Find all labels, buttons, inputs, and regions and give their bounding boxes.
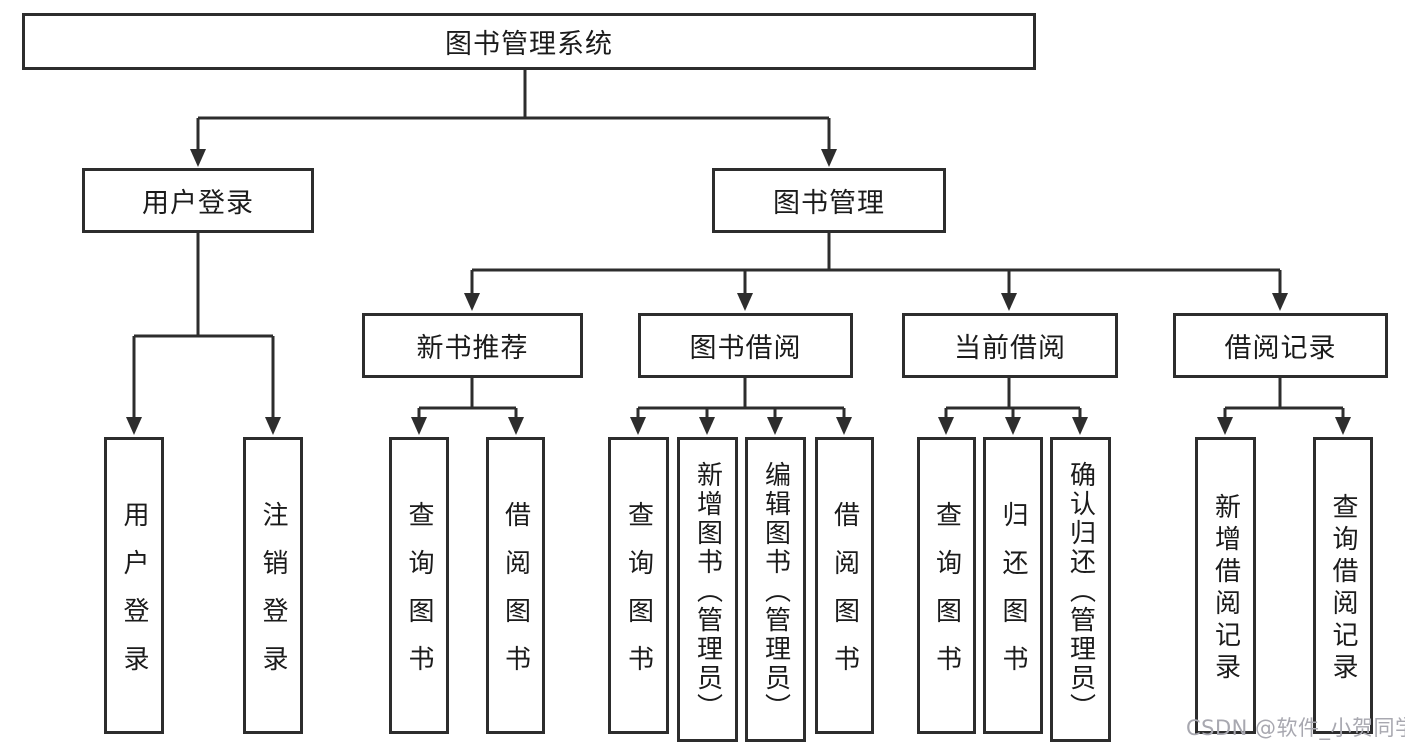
node-book-management: 图书管理 — [712, 168, 946, 233]
leaf-label: 借阅图书 — [500, 500, 531, 693]
arrow-down-icon — [836, 417, 852, 435]
node-label: 新书推荐 — [416, 333, 529, 364]
arrow-down-icon — [1001, 293, 1017, 311]
node-library-management-system: 图书管理系统 — [22, 13, 1036, 70]
node-new-book-recommend: 新书推荐 — [362, 313, 583, 378]
node-borrow-records: 借阅记录 — [1173, 313, 1388, 378]
arrow-down-icon — [411, 417, 427, 435]
arrow-down-icon — [508, 417, 524, 435]
node-label: 图书借阅 — [689, 333, 802, 364]
leaf-query-books-borrow: 查询图书 — [608, 437, 669, 734]
leaf-add-book-admin: 新增图书（管理员） — [677, 437, 738, 742]
leaf-user-login: 用户登录 — [104, 437, 164, 734]
leaf-query-books-current: 查询图书 — [917, 437, 976, 734]
leaf-label: 借阅图书 — [829, 500, 860, 693]
node-current-borrow: 当前借阅 — [902, 313, 1118, 378]
node-label: 图书管理 — [773, 188, 885, 219]
leaf-confirm-return-admin: 确认归还（管理员） — [1050, 437, 1111, 742]
leaf-query-borrow-record: 查询借阅记录 — [1313, 437, 1373, 734]
leaf-label: 新增借阅记录 — [1210, 492, 1241, 685]
connector-new-book-branch — [411, 378, 524, 435]
arrow-down-icon — [1217, 417, 1233, 435]
leaf-borrow-books-recommend: 借阅图书 — [486, 437, 545, 734]
node-book-borrow: 图书借阅 — [638, 313, 853, 378]
leaf-return-book: 归还图书 — [983, 437, 1043, 734]
leaf-query-books-recommend: 查询图书 — [389, 437, 449, 734]
node-label: 借阅记录 — [1224, 333, 1337, 364]
arrow-down-icon — [1072, 417, 1088, 435]
watermark: CSDN @软件_小贺同学 — [1186, 716, 1405, 740]
node-label: 当前借阅 — [954, 333, 1066, 364]
connector-current-borrow-branch — [938, 378, 1088, 435]
leaf-add-borrow-record: 新增借阅记录 — [1195, 437, 1256, 734]
arrow-down-icon — [190, 149, 206, 167]
connector-user-login-branch — [126, 232, 281, 435]
arrow-down-icon — [1005, 417, 1021, 435]
connector-book-borrow-branch — [630, 378, 852, 435]
leaf-logout: 注销登录 — [243, 437, 303, 734]
connector-root-branch — [190, 70, 837, 167]
connector-borrow-record-branch — [1217, 378, 1351, 435]
node-user-login: 用户登录 — [82, 168, 314, 233]
arrow-down-icon — [767, 417, 783, 435]
leaf-label: 新增图书（管理员） — [692, 460, 723, 722]
leaf-label: 编辑图书（管理员） — [760, 460, 791, 722]
leaf-label: 查询借阅记录 — [1328, 492, 1358, 685]
arrow-down-icon — [821, 149, 837, 167]
arrow-down-icon — [464, 293, 480, 311]
node-label: 用户登录 — [142, 188, 254, 219]
leaf-edit-book-admin: 编辑图书（管理员） — [745, 437, 806, 742]
leaf-label: 归还图书 — [998, 500, 1028, 693]
leaf-label: 注销登录 — [258, 500, 288, 693]
connector-book-management-branch — [464, 233, 1288, 311]
arrow-down-icon — [938, 417, 954, 435]
arrow-down-icon — [126, 417, 142, 435]
leaf-borrow-books-borrow: 借阅图书 — [815, 437, 874, 734]
leaf-label: 查询图书 — [623, 500, 654, 693]
arrow-down-icon — [265, 417, 281, 435]
leaf-label: 用户登录 — [119, 500, 149, 693]
leaf-label: 查询图书 — [404, 500, 434, 693]
node-label: 图书管理系统 — [445, 29, 613, 60]
arrow-down-icon — [737, 293, 753, 311]
arrow-down-icon — [1335, 417, 1351, 435]
arrow-down-icon — [1272, 293, 1288, 311]
arrow-down-icon — [630, 417, 646, 435]
leaf-label: 查询图书 — [931, 500, 962, 693]
arrow-down-icon — [699, 417, 715, 435]
leaf-label: 确认归还（管理员） — [1065, 460, 1096, 722]
